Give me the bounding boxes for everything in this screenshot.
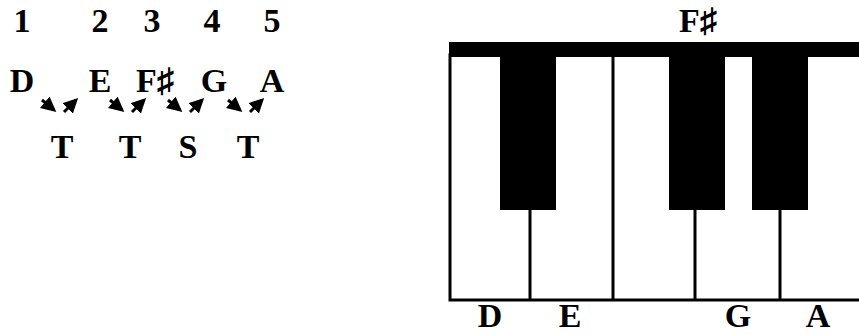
- step-arrows: [42, 100, 262, 112]
- key-label: F♯: [679, 4, 717, 38]
- step-label: T: [119, 130, 142, 164]
- step-label: T: [237, 130, 260, 164]
- piano-keyboard: [449, 42, 859, 300]
- degree-number: 2: [92, 4, 109, 38]
- key-label: A: [806, 299, 831, 333]
- degree-number: 5: [264, 4, 281, 38]
- note-name: E: [89, 64, 112, 98]
- step-label: S: [179, 130, 198, 164]
- key-label: D: [478, 299, 503, 333]
- note-name: F♯: [136, 64, 174, 98]
- degree-number: 4: [204, 4, 221, 38]
- note-name: D: [10, 64, 35, 98]
- key-label: E: [559, 299, 582, 333]
- degree-number: 1: [14, 4, 31, 38]
- degree-number: 3: [144, 4, 161, 38]
- note-name: A: [260, 64, 285, 98]
- key-label: G: [725, 299, 751, 333]
- step-label: T: [51, 130, 74, 164]
- note-name: G: [201, 64, 227, 98]
